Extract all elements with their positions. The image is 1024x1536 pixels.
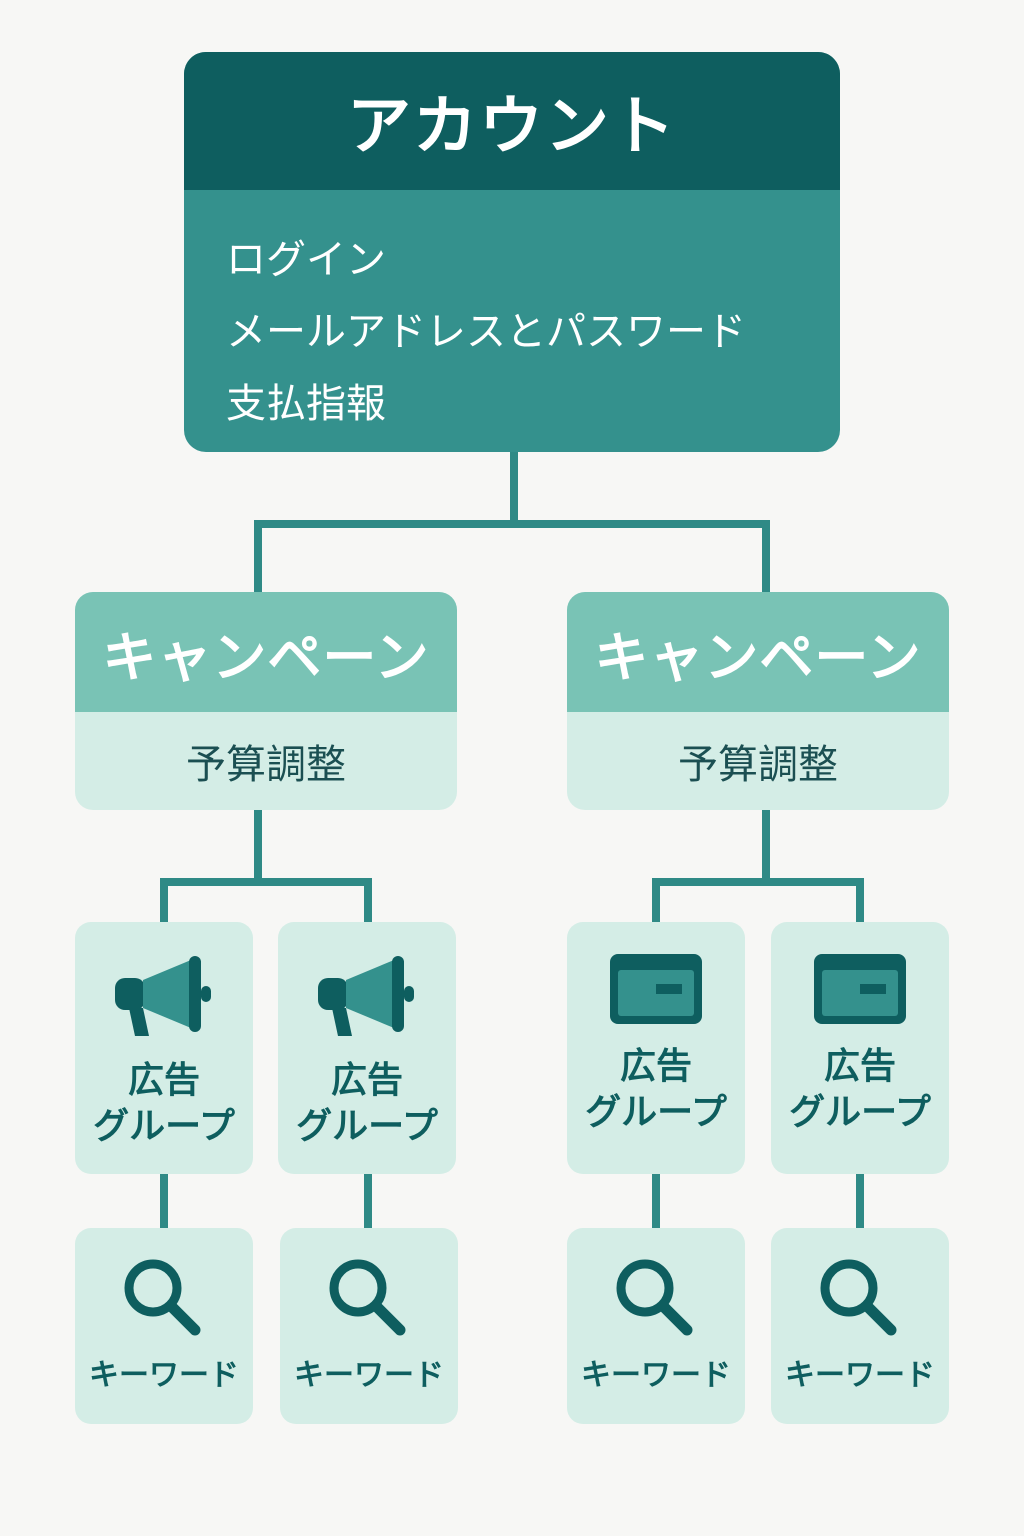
account-item-payment: 支払指報 <box>226 381 386 427</box>
search-icon <box>119 1254 209 1340</box>
search-icon <box>815 1254 905 1340</box>
ad-group-label: 広告 グループ <box>296 1060 438 1147</box>
keyword-box-1-1: キーワード <box>75 1228 253 1424</box>
ad-group-label: 広告 グループ <box>585 1046 727 1133</box>
ad-group-1-2: 広告 グループ <box>278 922 456 1174</box>
ad-group-2-1: 広告 グループ <box>567 922 745 1174</box>
keyword-box-1-2: キーワード <box>280 1228 458 1424</box>
campaign-title: キャンペーン <box>75 592 457 712</box>
account-title: アカウント <box>184 52 840 190</box>
campaign-box-1: キャンペーン 予算調整 <box>75 592 457 810</box>
campaign-title: キャンペーン <box>567 592 949 712</box>
keyword-box-2-1: キーワード <box>567 1228 745 1424</box>
ad-group-1-1: 広告 グループ <box>75 922 253 1174</box>
account-details: ログイン メールアドレスとパスワード 支払指報 <box>184 190 840 440</box>
account-item-email-password: メールアドレスとパスワード <box>226 309 746 355</box>
search-icon <box>611 1254 701 1340</box>
megaphone-icon <box>109 952 219 1042</box>
campaign-budget: 予算調整 <box>186 742 346 788</box>
campaign-box-2: キャンペーン 予算調整 <box>567 592 949 810</box>
account-item-login: ログイン <box>226 237 386 283</box>
keyword-label: キーワード <box>89 1358 239 1393</box>
keyword-label: キーワード <box>785 1358 935 1393</box>
ad-card-icon <box>812 952 908 1028</box>
megaphone-icon <box>312 952 422 1042</box>
campaign-budget: 予算調整 <box>678 742 838 788</box>
keyword-label: キーワード <box>294 1358 444 1393</box>
account-box: アカウント ログイン メールアドレスとパスワード 支払指報 <box>184 52 840 452</box>
keyword-box-2-2: キーワード <box>771 1228 949 1424</box>
ad-group-label: 広告 グループ <box>93 1060 235 1147</box>
ad-group-2-2: 広告 グループ <box>771 922 949 1174</box>
ad-group-label: 広告 グループ <box>789 1046 931 1133</box>
keyword-label: キーワード <box>581 1358 731 1393</box>
search-icon <box>324 1254 414 1340</box>
ad-card-icon <box>608 952 704 1028</box>
